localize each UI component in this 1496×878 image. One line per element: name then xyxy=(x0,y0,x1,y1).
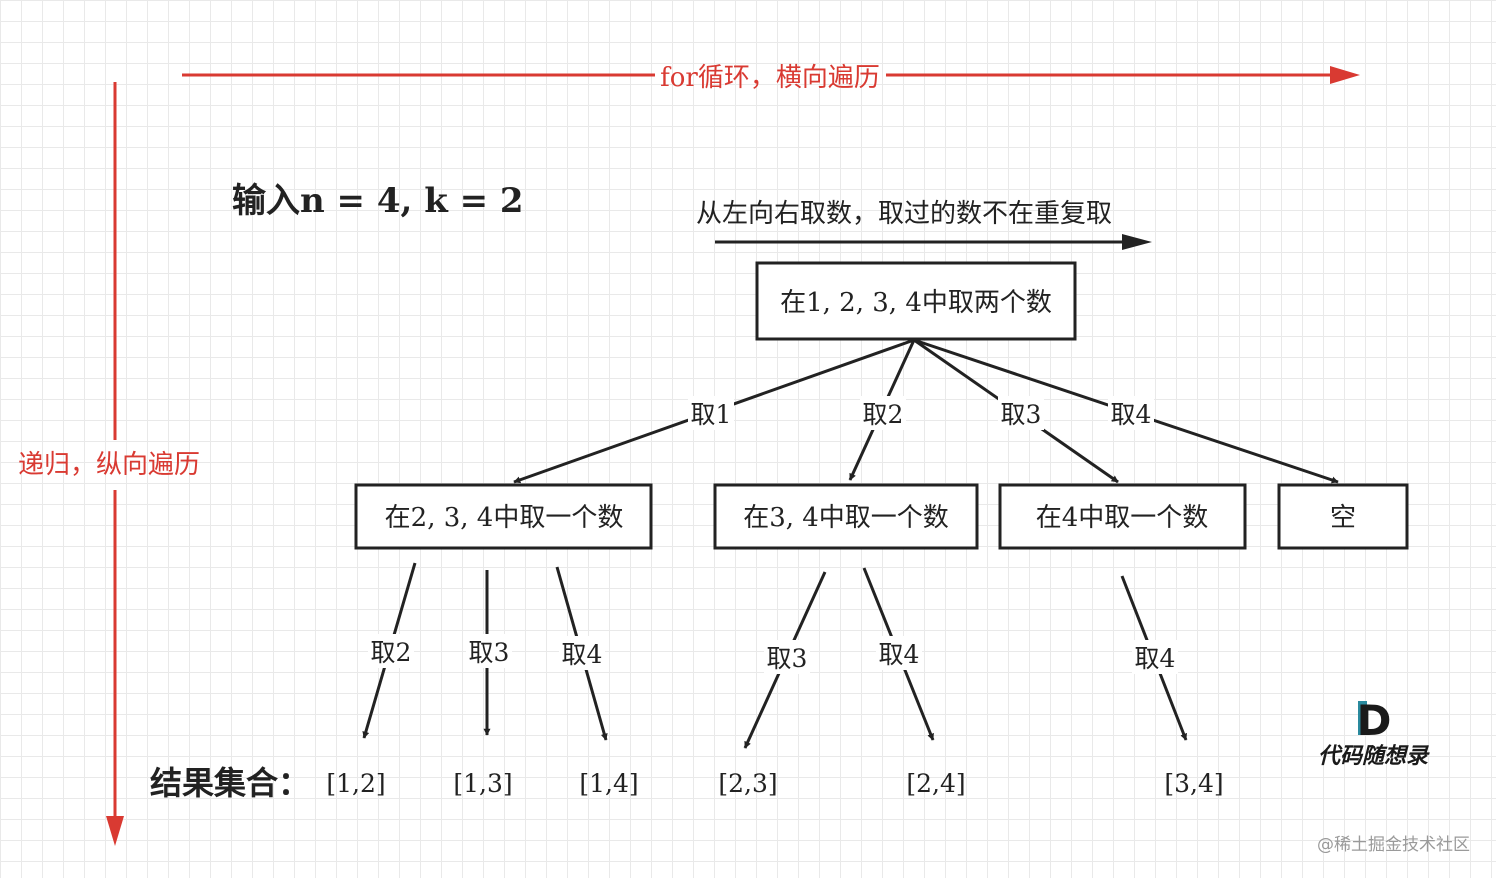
result-3-4: [3,4] xyxy=(1164,769,1223,798)
node-empty: 空 xyxy=(1277,483,1409,550)
vertical-axis-arrowhead xyxy=(106,816,124,846)
horizontal-axis-label: for循环，横向遍历 xyxy=(660,63,880,93)
edge-label-take-3: 取3 xyxy=(1001,400,1042,429)
root-node: 在1, 2, 3, 4中取两个数 xyxy=(755,261,1077,341)
result-2-3: [2,3] xyxy=(718,769,777,798)
edge-label-l2-6: 取4 xyxy=(1135,644,1176,673)
logo-mark-letter: D xyxy=(1357,696,1392,745)
root-node-label: 在1, 2, 3, 4中取两个数 xyxy=(780,288,1052,318)
result-2-4: [2,4] xyxy=(906,769,965,798)
node-2-3-4: 在2, 3, 4中取一个数 xyxy=(354,483,653,550)
horizontal-axis-arrowhead xyxy=(1330,66,1360,84)
node-4: 在4中取一个数 xyxy=(998,483,1247,550)
logo-text: 代码随想录 xyxy=(1318,744,1430,769)
watermark: @稀土掘金技术社区 xyxy=(1317,835,1470,855)
result-1-2: [1,2] xyxy=(326,769,385,798)
edge-labels-level1: 取1 取2 取3 取4 xyxy=(688,396,1154,430)
node-empty-label: 空 xyxy=(1330,503,1356,533)
node-3-4-label: 在3, 4中取一个数 xyxy=(743,503,949,533)
edge-labels-level2: 取2 取3 取4 取3 取4 取4 xyxy=(368,634,1178,674)
edge-label-take-2: 取2 xyxy=(863,400,904,429)
logo: D 代码随想录 xyxy=(1318,696,1430,769)
edge-label-l2-5: 取4 xyxy=(879,640,920,669)
node-2-3-4-label: 在2, 3, 4中取一个数 xyxy=(385,503,624,533)
horizontal-axis: for循环，横向遍历 xyxy=(182,63,1360,93)
result-1-3: [1,3] xyxy=(453,769,512,798)
edge-label-l2-3: 取4 xyxy=(562,640,603,669)
input-label: 输入n = 4, k = 2 xyxy=(232,181,524,221)
edges-level1 xyxy=(513,338,1339,484)
result-set-label: 结果集合： xyxy=(150,764,310,802)
direction-arrow xyxy=(715,234,1152,250)
edge-label-l2-2: 取3 xyxy=(469,638,510,667)
direction-note: 从左向右取数，取过的数不在重复取 xyxy=(696,199,1112,229)
edge-label-l2-1: 取2 xyxy=(371,638,412,667)
node-3-4: 在3, 4中取一个数 xyxy=(713,483,979,550)
vertical-axis-label: 递归，纵向遍历 xyxy=(18,450,200,480)
results: [1,2] [1,3] [1,4] [2,3] [2,4] [3,4] xyxy=(326,769,1223,798)
result-1-4: [1,4] xyxy=(579,769,638,798)
edge-label-take-1: 取1 xyxy=(691,400,732,429)
node-4-label: 在4中取一个数 xyxy=(1036,503,1209,533)
edge-label-l2-4: 取3 xyxy=(767,644,808,673)
edge-label-take-4: 取4 xyxy=(1111,400,1152,429)
logo-mark-bar xyxy=(1358,701,1367,735)
vertical-axis: 递归，纵向遍历 xyxy=(18,82,200,846)
